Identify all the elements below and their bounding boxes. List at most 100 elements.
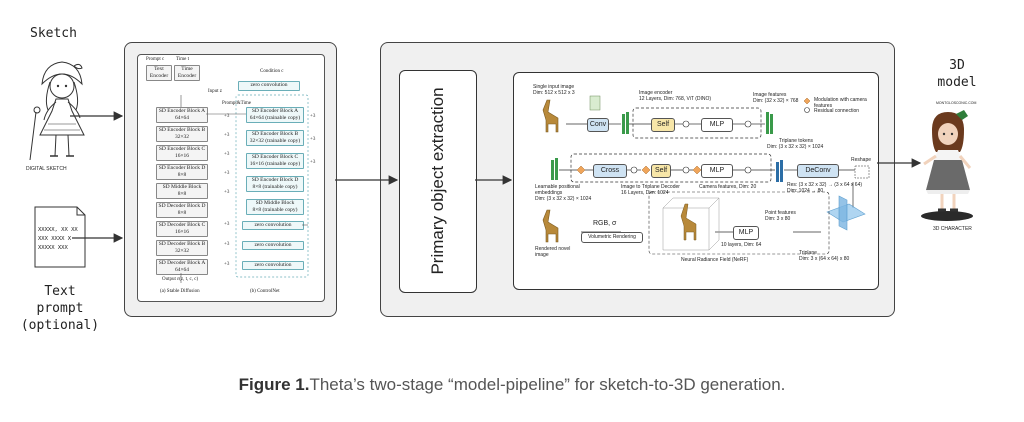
- cn-block-dim: 8×8 (trainable copy): [252, 206, 298, 213]
- res-dim: Dim: 1024 → 80: [787, 188, 824, 194]
- condition-label: Condition c: [260, 69, 284, 74]
- text-doc-line: XXXXX XXX: [38, 245, 68, 251]
- mlp-block-decoder: MLP: [701, 164, 733, 178]
- svg-text:+3: +3: [224, 242, 230, 247]
- cn-block-name: SD Encoder Block A: [251, 108, 299, 114]
- text-doc-line: XXXXX, XX XX: [38, 227, 78, 233]
- rendered-image-label: Rendered novel image: [535, 246, 571, 258]
- text-prompt-label: Text prompt (optional): [18, 283, 102, 334]
- sd-block-name: SD Decoder Block B: [158, 241, 206, 247]
- cn-block-dim: 64×64 (trainable copy): [249, 114, 301, 121]
- sd-block-dim: 8×8: [177, 209, 187, 216]
- decoder-label: Image to Triplane Decoder: [621, 184, 680, 190]
- cn-block-dim: 16×16 (trainable copy): [249, 160, 301, 167]
- giraffe-input-image: [542, 99, 559, 133]
- single-input-label: Single input image: [533, 84, 575, 90]
- sketch-illustration: [29, 61, 85, 161]
- learnable-embeddings-dim: Dim: (3 x 32 x 32) × 1024: [535, 196, 592, 202]
- sd-block-dim: 16×16: [174, 228, 190, 235]
- self-attn-block-encoder: Self: [651, 118, 675, 132]
- image-features-label: Image features: [753, 92, 787, 98]
- svg-text:+3: +3: [224, 190, 230, 195]
- figure-caption-text: Theta’s two-stage “model-pipeline” for s…: [309, 375, 786, 394]
- sd-block-name: SD Encoder Block D: [158, 165, 206, 171]
- sd-block-name: SD Decoder Block C: [158, 222, 206, 228]
- sd-block-name: SD Encoder Block A: [158, 108, 206, 114]
- 3d-character: [921, 110, 973, 221]
- cn-block-dim: 8×8 (trainable copy): [252, 183, 298, 190]
- image-features-dim: Dim: (32 x 32) × 768: [753, 98, 799, 104]
- svg-text:+3: +3: [310, 114, 316, 119]
- zero-conv-box: zero convolution: [242, 221, 304, 230]
- controlnet-connectors: +3+3+3 +3+3+3 +3+3 +3+3+3: [180, 94, 316, 283]
- sketch-label: Sketch: [30, 26, 77, 41]
- self-attn-block-decoder: Self: [651, 164, 671, 178]
- model-label-line: model: [937, 75, 977, 90]
- text-doc-line: XXX XXXX X: [38, 236, 72, 242]
- sd-block-dim: 32×32: [174, 247, 190, 254]
- image-encoder-sub: 12 Layers, Dim: 768, ViT (DINO): [639, 96, 712, 102]
- triplane-tokens-label: Triplane tokens: [779, 138, 813, 144]
- text-prompt-label-line: Text: [44, 284, 76, 299]
- zero-conv-box: zero convolution: [242, 261, 304, 270]
- learnable-embeddings-label: Learnable positional embeddings: [535, 184, 580, 196]
- sd-block-dim: 8×8: [177, 171, 187, 178]
- sd-block-name: SD Middle Block: [162, 184, 202, 190]
- text-doc-content: XXXXX, XX XX XXX XXXX X XXXXX XXX: [38, 226, 78, 253]
- conv-block: Conv: [587, 118, 609, 132]
- legend-modulation: Modulation with camera features: [814, 97, 867, 109]
- triposr-graphics: [542, 95, 870, 255]
- svg-text:+3: +3: [310, 137, 316, 142]
- triplane-dim: Dim: 3 x (64 x 64) x 80: [799, 256, 850, 262]
- deconv-block: DeConv: [797, 164, 839, 178]
- text-prompt-label-line: prompt: [36, 301, 84, 316]
- zero-conv-box: zero convolution: [238, 81, 300, 91]
- sd-block-dim: 64×64: [174, 266, 190, 273]
- decoder-dim: 16 Layers, Dim: 1024: [621, 190, 669, 196]
- text-prompt-label-line: (optional): [20, 318, 100, 333]
- subcaption-b: (b) ControlNet: [250, 289, 280, 294]
- char-caption: 3D CHARACTER: [933, 226, 972, 232]
- cross-attn-block: Cross: [593, 164, 627, 178]
- nerf-mlp-block: MLP: [733, 226, 759, 240]
- time-encoder-box: Time Encoder: [174, 65, 200, 81]
- sd-block-name: SD Encoder Block B: [158, 127, 206, 133]
- svg-text:+3: +3: [224, 222, 230, 227]
- legend-residual: Residual connection: [814, 108, 860, 114]
- cn-block-name: SD Encoder Block B: [251, 131, 299, 137]
- triplane-tokens-dim: Dim: (3 x 32 x 32) × 1024: [767, 144, 824, 150]
- cn-block-name: SD Middle Block: [255, 200, 295, 206]
- nerf-mlp-sub: 10 layers, Dim: 64: [721, 242, 762, 248]
- model-label-line: 3D: [949, 58, 965, 73]
- figure-caption-bold: Figure 1.: [238, 375, 310, 394]
- res-label: Res: (3 x 32 x 32) → (3 x 64 x 64): [787, 182, 863, 188]
- sd-block-name: SD Decoder Block D: [158, 203, 206, 209]
- prompt-label: Prompt c: [146, 57, 165, 62]
- svg-text:+3: +3: [224, 133, 230, 138]
- model-label: 3D model: [920, 57, 994, 91]
- single-input-dim: Dim: 512 x 512 x 3: [533, 90, 575, 96]
- svg-text:+3: +3: [310, 160, 316, 165]
- sd-block-dim: 16×16: [174, 152, 190, 159]
- time-label: Time t: [176, 57, 190, 62]
- zero-conv-box: zero convolution: [242, 241, 304, 250]
- cn-block-dim: 32×32 (trainable copy): [249, 137, 301, 144]
- triposr-diagram: Conv Self MLP Cross Self MLP DeConv MLP …: [521, 80, 871, 265]
- point-features-label: Point features: [765, 210, 796, 216]
- sd-block-dim: 32×32: [174, 133, 190, 140]
- sketch-caption: DIGITAL SKETCH: [26, 166, 67, 172]
- point-features-dim: Dim: 3 x 80: [765, 216, 791, 222]
- sd-block-dim: 8×8: [177, 190, 187, 197]
- cn-block-name: SD Encoder Block C: [251, 154, 299, 160]
